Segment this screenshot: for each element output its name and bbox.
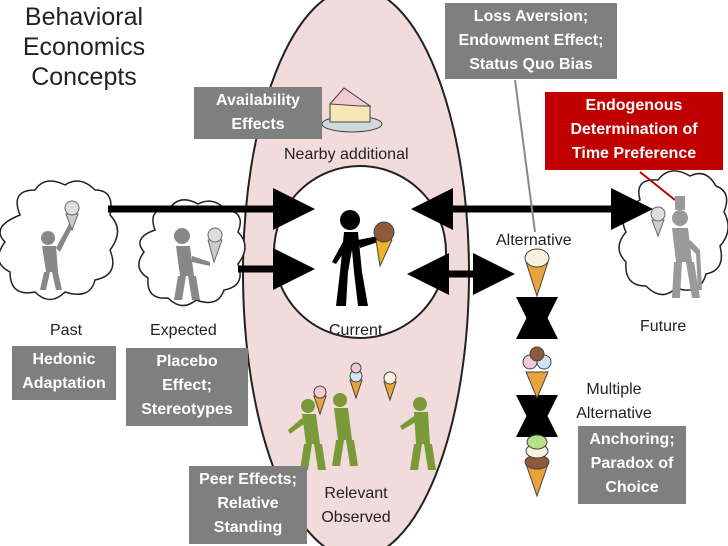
peer-box: Peer Effects; Relative Standing (189, 466, 307, 544)
future-person-icon (672, 196, 702, 298)
expected-person-icon (174, 228, 210, 300)
endogenous-pointer (639, 171, 676, 201)
future-label: Future (640, 318, 687, 335)
availability-box: Availability Effects (194, 87, 322, 139)
past-cone-icon (64, 200, 80, 232)
current-label: Current (329, 322, 383, 339)
current-cone-icon (373, 221, 395, 268)
hedonic-box: Hedonic Adaptation (12, 346, 116, 400)
expected-cone-icon (207, 227, 223, 264)
past-cloud (0, 180, 119, 301)
multiple-alternative-label: Multiple Alternative (576, 381, 652, 422)
past-person-icon (40, 222, 74, 290)
past-label: Past (50, 322, 83, 339)
future-cone-icon (650, 206, 666, 238)
alternative-cone-icon (524, 248, 550, 298)
relevant-observed-label: Relevant Observed (321, 485, 391, 526)
cake-icon (321, 87, 383, 133)
loss-aversion-box: Loss Aversion; Endowment Effect; Status … (445, 3, 617, 79)
expected-label: Expected (150, 322, 217, 339)
expected-cloud (138, 199, 246, 307)
placebo-box: Placebo Effect; Stereotypes (126, 348, 248, 426)
anchoring-box: Anchoring; Paradox of Choice (578, 426, 686, 504)
current-person-icon (332, 210, 378, 306)
nearby-label: Nearby additional (284, 146, 409, 163)
peer-cones-icon (313, 362, 397, 416)
alternative-label: Alternative (496, 232, 572, 249)
multiple-cone-icon-1 (522, 346, 552, 400)
endogenous-box: Endogenous Determination of Time Prefere… (545, 92, 723, 170)
peer-figures-icon (288, 393, 436, 470)
multiple-cone-icon-2 (524, 434, 550, 498)
diagram-title: Behavioral Economics Concepts (22, 3, 146, 91)
loss-aversion-pointer (514, 79, 536, 233)
